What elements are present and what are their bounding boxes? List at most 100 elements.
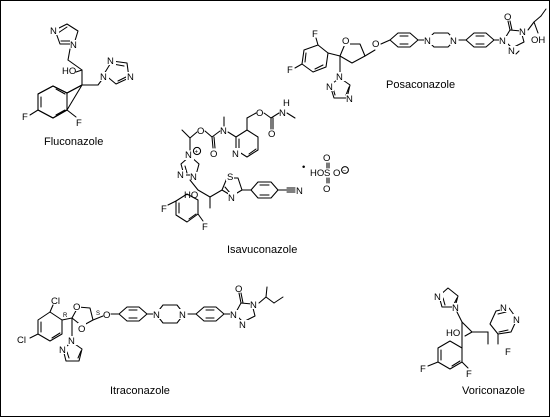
bond xyxy=(209,189,223,198)
bond xyxy=(55,88,66,95)
posaconazole-phenyl-2 xyxy=(389,32,419,48)
atom-f: F xyxy=(466,369,472,380)
atom-f: F xyxy=(161,204,167,215)
atom-o: O xyxy=(235,284,242,295)
atom-cl: Cl xyxy=(17,335,26,346)
voriconazole-structure: N N HO N N F F F xyxy=(420,287,522,380)
atom-n: N xyxy=(50,26,57,37)
bond xyxy=(497,311,507,315)
charge-plus-circle xyxy=(192,146,202,156)
atom-ho: HO xyxy=(62,66,76,77)
caption-fluconazole: Fluconazole xyxy=(44,136,104,148)
bond xyxy=(55,109,66,116)
atom-n: N xyxy=(346,94,353,105)
posaconazole-structure: F F O O N N N N N xyxy=(287,8,547,105)
bond xyxy=(461,361,469,369)
atom-n: N xyxy=(185,150,192,161)
bond xyxy=(197,213,204,222)
bond xyxy=(75,69,83,73)
caption-voriconazole: Voriconazole xyxy=(462,385,525,397)
bond xyxy=(442,297,446,306)
atom-o: O xyxy=(78,324,85,335)
stereo-r: R xyxy=(63,313,68,319)
atom-o: O xyxy=(256,108,263,119)
atom-o: O xyxy=(268,129,275,140)
atom-h: H xyxy=(283,98,290,109)
atom-oh: OH xyxy=(531,35,545,46)
itraconazole-phenyl-2 xyxy=(118,306,148,322)
atom-n: N xyxy=(513,315,520,326)
bond xyxy=(117,76,127,82)
bond xyxy=(380,39,391,45)
bond xyxy=(248,148,257,155)
bond xyxy=(345,86,350,96)
bond xyxy=(304,52,307,63)
atom-n: N xyxy=(100,72,107,83)
bond xyxy=(327,52,341,57)
atom-n: N xyxy=(250,300,257,311)
atom-n: N xyxy=(279,108,286,119)
bond xyxy=(211,136,214,149)
atom-n: N xyxy=(177,170,184,181)
fluconazole-structure: N N HO N N N F F xyxy=(22,23,135,129)
bond xyxy=(451,360,461,367)
atom-n: N xyxy=(296,186,303,197)
atom-n: N xyxy=(239,320,246,331)
bond xyxy=(464,331,473,337)
atom-f: F xyxy=(312,29,318,40)
bond xyxy=(29,109,39,116)
itraconazole-structure: Cl Cl O O R S O N N N N xyxy=(17,284,284,362)
atom-n: N xyxy=(452,303,459,314)
bond xyxy=(364,49,376,57)
bond xyxy=(263,112,272,119)
atom-n: N xyxy=(127,72,134,83)
atom-s: S xyxy=(227,172,233,183)
bond xyxy=(507,20,511,31)
bond xyxy=(498,329,509,333)
atom-o: O xyxy=(323,153,330,164)
salt-dot: • xyxy=(302,162,305,173)
bond xyxy=(533,15,542,23)
atom-n: N xyxy=(190,172,197,183)
atom-f: F xyxy=(420,364,426,375)
bond xyxy=(51,332,61,339)
itraconazole-phenyl-ring xyxy=(37,311,63,342)
bond xyxy=(265,286,268,298)
atom-o: O xyxy=(210,149,217,160)
bond xyxy=(515,50,520,55)
atom-n: N xyxy=(59,345,66,356)
bond xyxy=(184,165,188,174)
atom-n: N xyxy=(68,336,75,347)
atom-o: O xyxy=(504,12,511,23)
bond xyxy=(66,109,77,118)
bond xyxy=(527,21,535,31)
bond xyxy=(315,37,319,46)
bond xyxy=(265,296,275,304)
atom-f: F xyxy=(202,222,208,233)
atom-o: O xyxy=(372,39,379,50)
atom-n: N xyxy=(153,310,160,321)
caption-itraconazole: Itraconazole xyxy=(110,385,170,397)
bond xyxy=(66,351,70,359)
atom-n: N xyxy=(326,82,333,93)
atom-cl: Cl xyxy=(51,296,60,307)
isavuconazole-benzonitrile-ring xyxy=(250,181,279,199)
bond xyxy=(509,20,513,31)
caption-isavuconazole: Isavuconazole xyxy=(227,244,298,256)
bond xyxy=(181,129,191,139)
bond xyxy=(294,63,303,69)
bond xyxy=(197,189,211,198)
bond xyxy=(240,292,244,304)
bond xyxy=(67,59,83,71)
atom-n: N xyxy=(508,46,515,57)
charge-minus: − xyxy=(343,169,347,175)
bond xyxy=(213,136,216,149)
bond xyxy=(77,350,82,359)
bond xyxy=(238,292,242,304)
bond xyxy=(57,26,68,34)
bond xyxy=(227,131,237,138)
atom-n: N xyxy=(232,149,239,160)
atom-n: N xyxy=(424,36,431,47)
atom-n: N xyxy=(450,36,457,47)
bond xyxy=(61,317,73,321)
